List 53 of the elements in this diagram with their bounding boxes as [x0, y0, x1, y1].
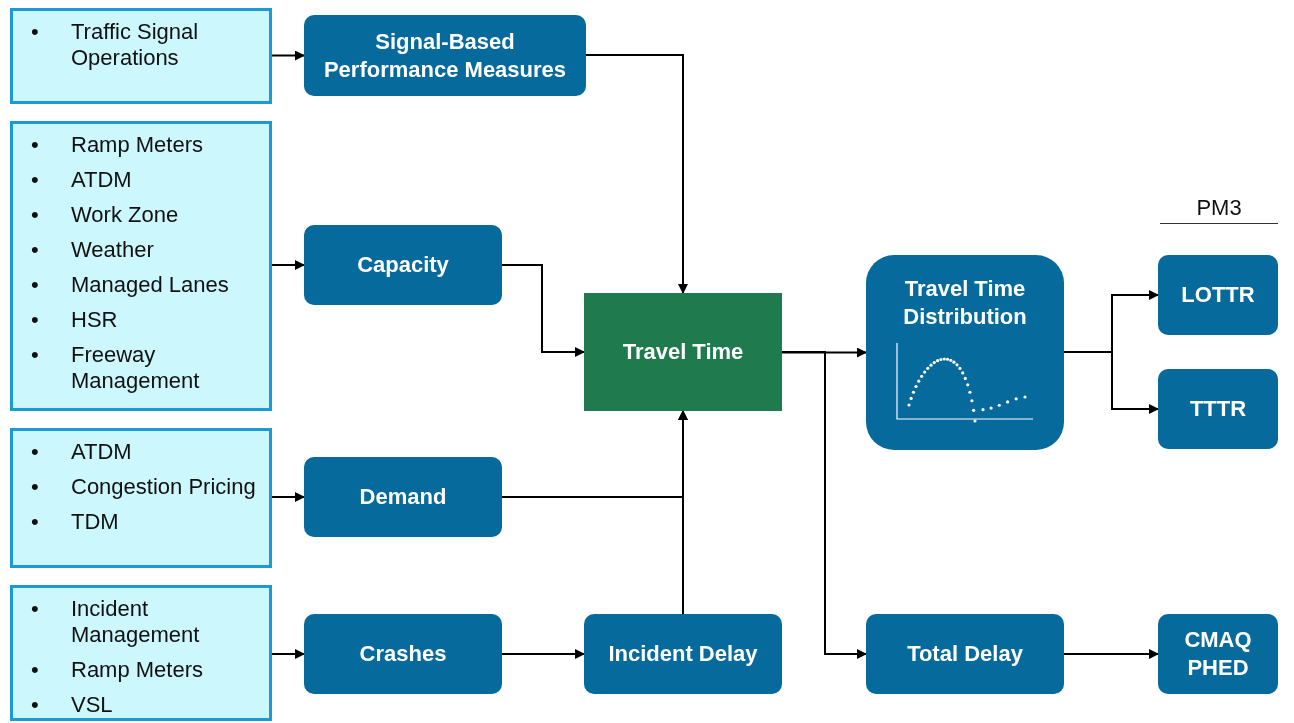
- process-box: [584, 293, 782, 411]
- arrow: [271, 50, 305, 61]
- list-item: • VSL: [31, 692, 114, 718]
- process-box: [304, 457, 502, 537]
- process-box: [866, 614, 1064, 694]
- process-box: [304, 225, 502, 305]
- arrow: [271, 260, 305, 270]
- list-item: • HSR: [31, 307, 119, 333]
- box-label: Total Delay: [907, 640, 1023, 668]
- arrow: [271, 649, 305, 659]
- list-item: • Work Zone: [31, 202, 180, 228]
- arrow: [781, 351, 867, 659]
- arrow: [781, 347, 867, 358]
- box-label: Incident Delay: [608, 640, 758, 668]
- box-label: TTTR: [1189, 395, 1247, 423]
- list-item: • Managed Lanes: [31, 272, 230, 298]
- arrow: [501, 649, 585, 659]
- list-item: • Weather: [31, 237, 155, 263]
- box-label: Travel Time: [622, 338, 744, 366]
- list-item: • Incident Management: [31, 596, 201, 648]
- list-item: • Ramp Meters: [31, 657, 205, 683]
- arrow: [1063, 351, 1159, 414]
- list-item: • Ramp Meters: [31, 132, 205, 158]
- arrow: [501, 264, 585, 357]
- box-label: LOTTR: [1181, 281, 1255, 309]
- list-item: • Freeway Management: [31, 342, 201, 394]
- list-item: • Traffic Signal Operations: [31, 19, 200, 71]
- arrow: [1063, 649, 1159, 659]
- input-list-box: [10, 585, 272, 721]
- box-label: Crashes: [359, 640, 447, 668]
- box-label: Signal-Based Performance Measures: [322, 27, 568, 84]
- list-item: • ATDM: [31, 167, 133, 193]
- input-list-box: [10, 428, 272, 568]
- input-list-box: [10, 121, 272, 411]
- group-label: PM3: [1196, 195, 1242, 220]
- distribution-box: [866, 255, 1064, 450]
- process-box: [1158, 255, 1278, 335]
- input-list-box: [10, 8, 272, 104]
- process-box: [584, 614, 782, 694]
- process-box: [304, 15, 586, 96]
- arrow: [678, 410, 688, 615]
- box-label: Demand: [359, 483, 447, 511]
- list-item: • ATDM: [31, 439, 133, 465]
- box-label: CMAQ PHED: [1183, 626, 1253, 682]
- list-item: • TDM: [31, 509, 120, 535]
- process-box: [1158, 614, 1278, 694]
- arrow: [271, 492, 305, 502]
- process-box: [1158, 369, 1278, 449]
- box-label: Capacity: [357, 251, 449, 279]
- process-box: [304, 614, 502, 694]
- arrow: [585, 54, 688, 294]
- box-label: Travel Time Distribution: [902, 275, 1028, 331]
- list-item: • Congestion Pricing: [31, 474, 257, 500]
